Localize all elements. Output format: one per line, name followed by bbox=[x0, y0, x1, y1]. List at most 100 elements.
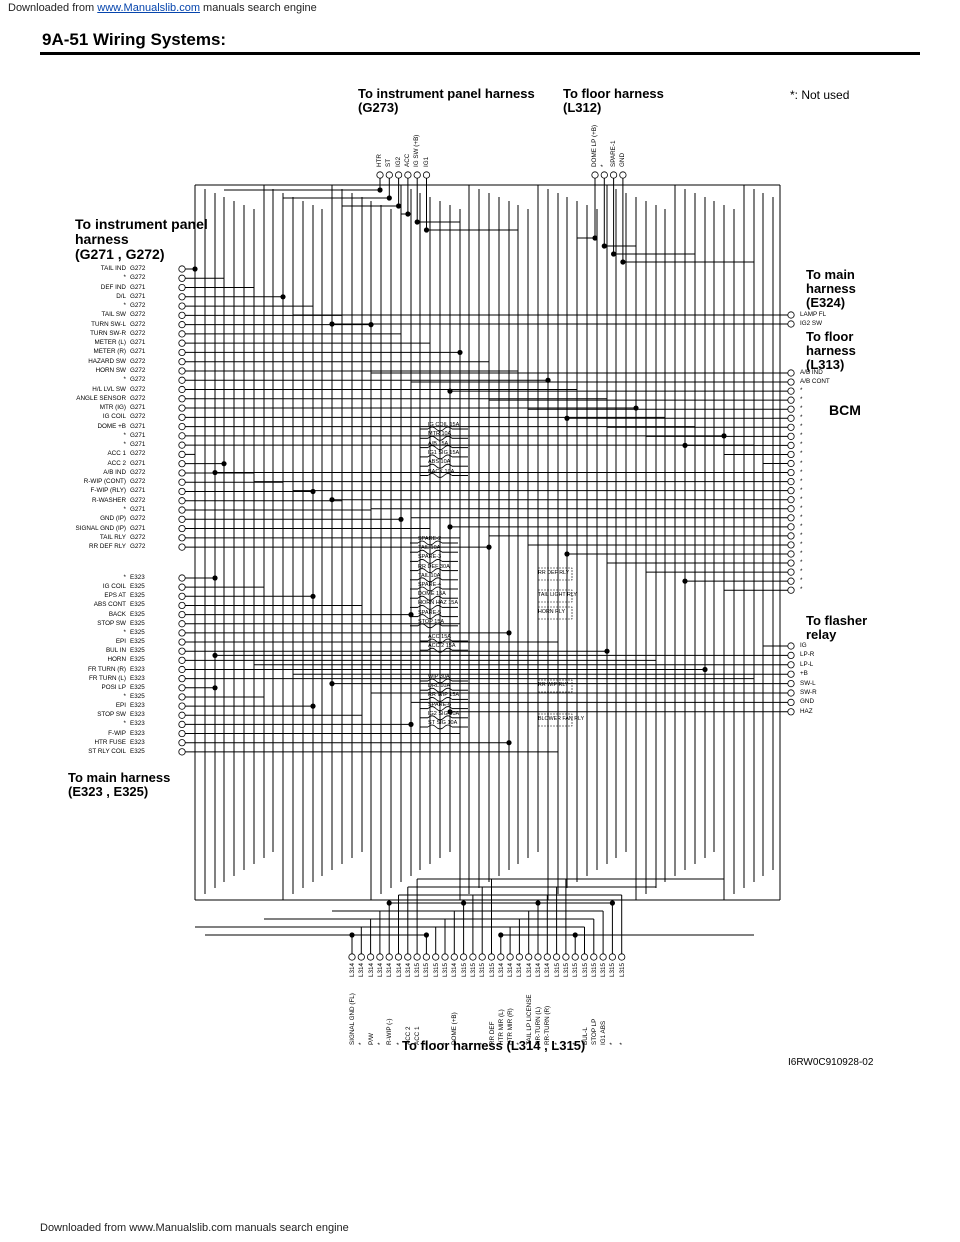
top-pin-name: DOME LP (+B) bbox=[591, 124, 598, 167]
fuse-label: SPARE-5 bbox=[418, 609, 442, 616]
right-pin-name: * bbox=[800, 550, 803, 557]
right-pin-name: * bbox=[800, 513, 803, 521]
splice-dot bbox=[702, 666, 708, 673]
connector-pin bbox=[178, 274, 186, 282]
connector-pin bbox=[178, 460, 186, 468]
relay-label: HORN RLY bbox=[538, 609, 565, 615]
left-pin-name: A/B IND bbox=[103, 468, 126, 476]
right-pin-name: A/B IND bbox=[800, 369, 823, 376]
bottom-pin-name: * bbox=[562, 1042, 570, 1045]
connector-pin bbox=[178, 367, 186, 375]
right-pin-name: * bbox=[800, 486, 803, 494]
connector-pin bbox=[178, 656, 186, 664]
connector-pin bbox=[178, 404, 186, 412]
left-pin-name: EPI bbox=[115, 638, 126, 646]
connector-pin bbox=[178, 478, 186, 486]
connector-pin bbox=[787, 514, 795, 522]
connector-pin bbox=[178, 543, 186, 551]
left-pin-name: METER (L) bbox=[94, 339, 127, 347]
left-pin-connector: G272 bbox=[130, 265, 146, 272]
splice-dot bbox=[423, 227, 430, 233]
fuse-label: MTR 10A bbox=[428, 431, 452, 438]
connector-pin bbox=[787, 405, 795, 413]
connector-pin bbox=[591, 171, 599, 179]
splice-dot bbox=[682, 578, 688, 584]
left-pin-connector: G272 bbox=[130, 450, 146, 458]
footer-banner: Downloaded from www.Manualslib.com manua… bbox=[40, 1222, 349, 1234]
connector-pin bbox=[178, 748, 186, 756]
bottom-pin-connector: L315 bbox=[423, 962, 431, 977]
bottom-pin-name: ACC 1 bbox=[414, 1026, 422, 1045]
left-pin-name: EPI bbox=[115, 702, 126, 710]
connector-pin bbox=[787, 708, 795, 716]
splice-dot bbox=[192, 266, 198, 272]
right-pin-name: * bbox=[800, 559, 803, 567]
left-pin-connector: G271 bbox=[130, 404, 146, 412]
left-pin-name: BUL IN bbox=[105, 647, 126, 655]
connector-pin bbox=[394, 171, 403, 179]
bottom-pin-name: STOP LP bbox=[590, 1018, 598, 1045]
bottom-pin-name: * bbox=[376, 1042, 384, 1045]
connector-pin bbox=[441, 953, 449, 961]
connector-pin bbox=[787, 423, 795, 431]
connector-pin bbox=[478, 953, 486, 961]
connector-pin bbox=[552, 953, 561, 961]
left-pin-name: * bbox=[123, 506, 126, 514]
splice-dot bbox=[408, 721, 414, 728]
splice-dot bbox=[212, 685, 218, 691]
connector-pin bbox=[178, 497, 186, 505]
connector-pin bbox=[178, 592, 186, 600]
connector-pin bbox=[525, 953, 533, 961]
left-pin-connector: G272 bbox=[130, 543, 146, 551]
title-floor-l312: To floor harness (L312) bbox=[563, 86, 664, 115]
top-pin-name: IG1 bbox=[422, 156, 430, 167]
bottom-pin-name: DOME (+B) bbox=[451, 1012, 459, 1045]
fuse-label: RR DEF 30A bbox=[418, 563, 450, 570]
bottom-pin-name: * bbox=[516, 1042, 524, 1045]
left-pin-connector: G271 bbox=[130, 459, 146, 467]
connector-pin bbox=[619, 171, 627, 179]
connector-pin bbox=[787, 311, 795, 319]
left-pin-name: FR TURN (R) bbox=[87, 665, 126, 673]
left-pin-connector: E325 bbox=[130, 610, 145, 618]
not-used-note: *: Not used bbox=[790, 88, 850, 102]
fuse-label: SPARE-4 bbox=[418, 582, 442, 588]
bottom-pin-connector: L314 bbox=[358, 962, 366, 977]
left-pin-name: DEF IND bbox=[100, 283, 126, 291]
connector-pin bbox=[404, 171, 412, 179]
left-pin-name: MTR (IG) bbox=[99, 404, 126, 412]
left-pin-connector: G272 bbox=[130, 515, 146, 523]
connector-pin bbox=[178, 574, 186, 582]
bottom-pin-name: BUL-L bbox=[581, 1027, 589, 1045]
connector-pin bbox=[178, 711, 186, 719]
left-pin-connector: G271 bbox=[130, 348, 146, 356]
splice-dot bbox=[564, 415, 570, 421]
left-pin-connector: G272 bbox=[130, 357, 146, 365]
left-pin-name: TAIL IND bbox=[100, 265, 126, 272]
bottom-pin-connector: L315 bbox=[460, 962, 468, 977]
manualslib-link[interactable]: www.Manualslib.com bbox=[97, 2, 200, 14]
right-pin-name: * bbox=[800, 405, 803, 413]
connector-pin bbox=[787, 689, 795, 697]
left-pin-name: * bbox=[123, 376, 126, 384]
bottom-pin-name: * bbox=[460, 1042, 468, 1045]
bottom-pin-name: * bbox=[469, 1042, 477, 1045]
left-pin-connector: G272 bbox=[130, 311, 146, 319]
download-banner: Downloaded from www.Manualslib.com manua… bbox=[8, 2, 317, 14]
right-pin-name: GND bbox=[800, 698, 814, 706]
title-floor-l314: To floor harness (L314 , L315) bbox=[402, 1038, 586, 1053]
connector-pin bbox=[178, 283, 186, 292]
bottom-pin-connector: L314 bbox=[376, 962, 384, 977]
connector-pin bbox=[787, 679, 795, 688]
connector-pin bbox=[413, 953, 421, 961]
right-pin-name: +B bbox=[800, 670, 808, 678]
connector-pin bbox=[178, 620, 186, 628]
left-pin-connector: E325 bbox=[130, 656, 145, 664]
connector-pin bbox=[178, 675, 186, 683]
connector-pin bbox=[590, 953, 598, 961]
bottom-pin-name: * bbox=[618, 1042, 626, 1045]
left-pin-name: TURN SW-L bbox=[91, 320, 126, 328]
left-pin-connector: E323 bbox=[130, 711, 145, 719]
connector-pin bbox=[178, 601, 186, 610]
bottom-pin-connector: L314 bbox=[451, 962, 459, 977]
